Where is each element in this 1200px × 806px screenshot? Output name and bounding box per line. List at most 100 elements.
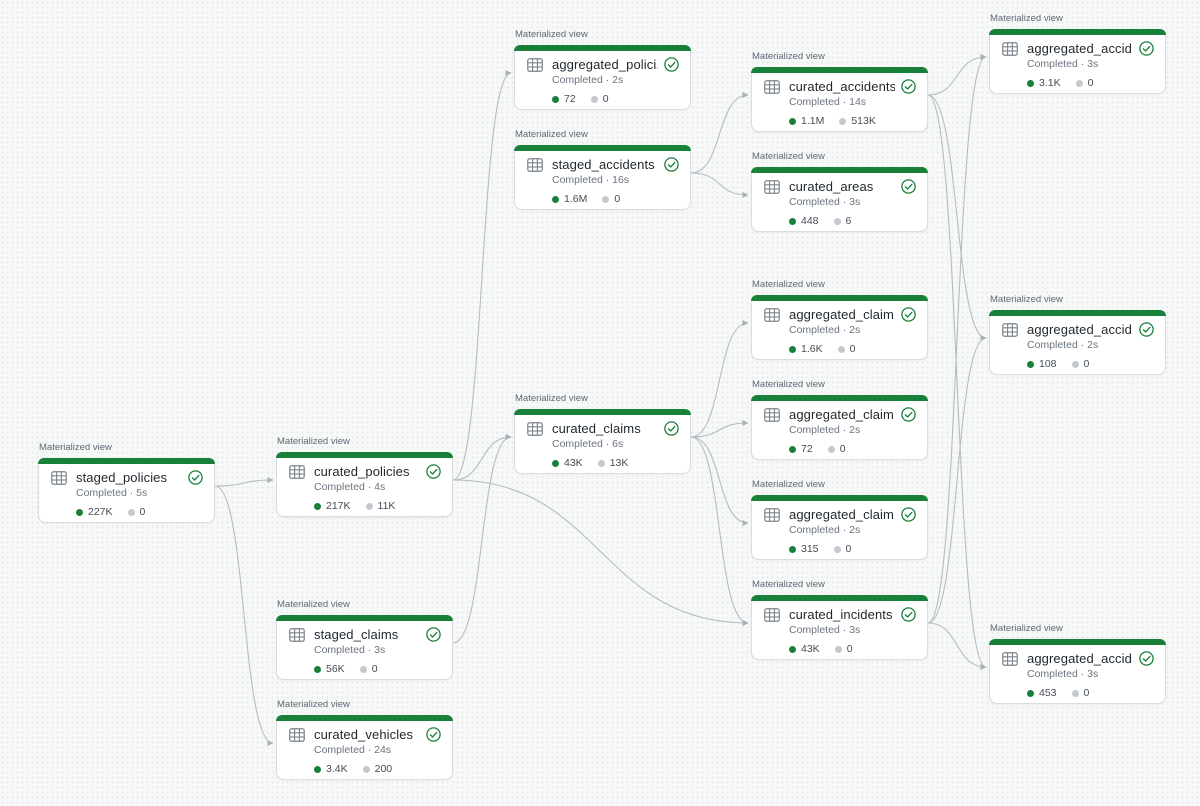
edge-curated_policies-to-aggregated_policies bbox=[452, 70, 512, 481]
node-title: staged_policies bbox=[76, 470, 168, 485]
node-status: Completed · 2s bbox=[1027, 339, 1099, 351]
status-strip bbox=[514, 409, 691, 415]
node-card-staged_policies[interactable]: staged_policies Completed · 5s 227K 0 bbox=[38, 458, 215, 523]
status-strip bbox=[276, 452, 453, 458]
status-check-icon bbox=[901, 607, 916, 622]
table-icon bbox=[764, 507, 780, 522]
status-strip bbox=[514, 45, 691, 51]
rows-dropped-dot bbox=[839, 117, 847, 125]
edge-curated_incidents-to-aggregated_accidents_1 bbox=[927, 54, 987, 624]
node-card-curated_policies[interactable]: curated_policies Completed · 4s 217K 11K bbox=[276, 452, 453, 517]
node-type-label: Materialized view bbox=[752, 51, 825, 62]
metric-secondary-value: 0 bbox=[839, 443, 846, 455]
metric-primary-value: 453 bbox=[1039, 687, 1057, 699]
node-card-staged_accidents[interactable]: staged_accidents Completed · 16s 1.6M 0 bbox=[514, 145, 691, 210]
metric-secondary-value: 11K bbox=[377, 500, 396, 512]
node-card-aggregated_accidents_2[interactable]: aggregated_accid... Completed · 2s 108 0 bbox=[989, 310, 1166, 375]
node-card-staged_claims[interactable]: staged_claims Completed · 3s 56K 0 bbox=[276, 615, 453, 680]
status-strip bbox=[989, 639, 1166, 645]
node-title: curated_incidents bbox=[789, 607, 893, 622]
node-type-label: Materialized view bbox=[277, 599, 350, 610]
table-icon bbox=[764, 179, 780, 194]
metric-primary-value: 43K bbox=[564, 457, 583, 469]
node-status: Completed · 24s bbox=[314, 744, 392, 756]
rows-dropped-dot bbox=[365, 502, 373, 510]
node-type-label: Materialized view bbox=[752, 279, 825, 290]
edge-curated_incidents-to-aggregated_accidents_3 bbox=[927, 622, 987, 670]
node-metrics: 227K 0 bbox=[76, 506, 203, 518]
status-strip bbox=[751, 295, 928, 301]
pipeline-node-curated_claims: Materialized view curated_claims Complet… bbox=[514, 392, 691, 474]
node-status: Completed · 2s bbox=[789, 324, 861, 336]
rows-written-dot bbox=[76, 508, 83, 516]
node-type-label: Materialized view bbox=[990, 623, 1063, 634]
rows-written-dot bbox=[1027, 79, 1034, 87]
node-status: Completed · 5s bbox=[76, 487, 148, 499]
table-icon bbox=[1002, 41, 1018, 56]
node-metrics: 72 0 bbox=[789, 443, 916, 455]
edge-staged_accidents-to-curated_accidents bbox=[690, 92, 749, 174]
rows-written-dot bbox=[314, 502, 321, 510]
rows-dropped-dot bbox=[827, 445, 835, 453]
rows-dropped-dot bbox=[1071, 360, 1079, 368]
metric-secondary-value: 0 bbox=[371, 663, 378, 675]
node-card-curated_accidents[interactable]: curated_accidents Completed · 14s 1.1M 5… bbox=[751, 67, 928, 132]
node-title: aggregated_accid... bbox=[1027, 651, 1133, 666]
node-title: curated_policies bbox=[314, 464, 410, 479]
metric-secondary-value: 0 bbox=[849, 343, 856, 355]
status-strip bbox=[276, 615, 453, 621]
pipeline-node-staged_policies: Materialized view staged_policies Comple… bbox=[38, 441, 215, 523]
metric-secondary-value: 0 bbox=[846, 643, 853, 655]
node-type-label: Materialized view bbox=[990, 13, 1063, 24]
node-card-aggregated_policies[interactable]: aggregated_polici... Completed · 2s 72 0 bbox=[514, 45, 691, 110]
rows-written-dot bbox=[789, 217, 796, 225]
status-check-icon bbox=[901, 179, 916, 194]
node-status: Completed · 2s bbox=[552, 74, 624, 86]
node-card-aggregated_claims_2[interactable]: aggregated_claim... Completed · 2s 72 0 bbox=[751, 395, 928, 460]
node-status: Completed · 14s bbox=[789, 96, 867, 108]
metric-secondary-value: 0 bbox=[139, 506, 146, 518]
table-icon bbox=[527, 57, 543, 72]
node-card-aggregated_claims_3[interactable]: aggregated_claim... Completed · 2s 315 0 bbox=[751, 495, 928, 560]
node-type-label: Materialized view bbox=[752, 479, 825, 490]
metric-primary-value: 72 bbox=[564, 93, 576, 105]
node-card-curated_areas[interactable]: curated_areas Completed · 3s 448 6 bbox=[751, 167, 928, 232]
status-check-icon bbox=[901, 407, 916, 422]
status-check-icon bbox=[1139, 41, 1154, 56]
rows-written-dot bbox=[552, 95, 559, 103]
node-card-aggregated_accidents_1[interactable]: aggregated_accid... Completed · 3s 3.1K … bbox=[989, 29, 1166, 94]
status-check-icon bbox=[1139, 651, 1154, 666]
node-type-label: Materialized view bbox=[515, 129, 588, 140]
rows-written-dot bbox=[1027, 360, 1034, 368]
node-metrics: 56K 0 bbox=[314, 663, 441, 675]
node-metrics: 1.6M 0 bbox=[552, 193, 679, 205]
node-metrics: 315 0 bbox=[789, 543, 916, 555]
edge-curated_policies-to-curated_incidents bbox=[452, 479, 749, 626]
metric-primary-value: 72 bbox=[801, 443, 813, 455]
metric-primary-value: 315 bbox=[801, 543, 819, 555]
node-card-aggregated_claims_1[interactable]: aggregated_claim... Completed · 2s 1.6K … bbox=[751, 295, 928, 360]
node-card-curated_claims[interactable]: curated_claims Completed · 6s 43K 13K bbox=[514, 409, 691, 474]
pipeline-node-curated_incidents: Materialized view curated_incidents Comp… bbox=[751, 578, 928, 660]
metric-primary-value: 1.6K bbox=[801, 343, 823, 355]
rows-dropped-dot bbox=[834, 645, 842, 653]
node-status: Completed · 3s bbox=[1027, 668, 1099, 680]
status-strip bbox=[751, 395, 928, 401]
table-icon bbox=[527, 421, 543, 436]
node-card-curated_vehicles[interactable]: curated_vehicles Completed · 24s 3.4K 20… bbox=[276, 715, 453, 780]
metric-primary-value: 217K bbox=[326, 500, 351, 512]
node-metrics: 1.1M 513K bbox=[789, 115, 916, 127]
node-status: Completed · 6s bbox=[552, 438, 624, 450]
rows-dropped-dot bbox=[1071, 689, 1079, 697]
status-check-icon bbox=[901, 507, 916, 522]
node-type-label: Materialized view bbox=[39, 442, 112, 453]
node-card-curated_incidents[interactable]: curated_incidents Completed · 3s 43K 0 bbox=[751, 595, 928, 660]
node-type-label: Materialized view bbox=[515, 393, 588, 404]
node-card-aggregated_accidents_3[interactable]: aggregated_accid... Completed · 3s 453 0 bbox=[989, 639, 1166, 704]
status-check-icon bbox=[1139, 322, 1154, 337]
rows-written-dot bbox=[789, 445, 796, 453]
pipeline-node-aggregated_policies: Materialized view aggregated_polici... C… bbox=[514, 28, 691, 110]
table-icon bbox=[51, 470, 67, 485]
status-check-icon bbox=[664, 421, 679, 436]
